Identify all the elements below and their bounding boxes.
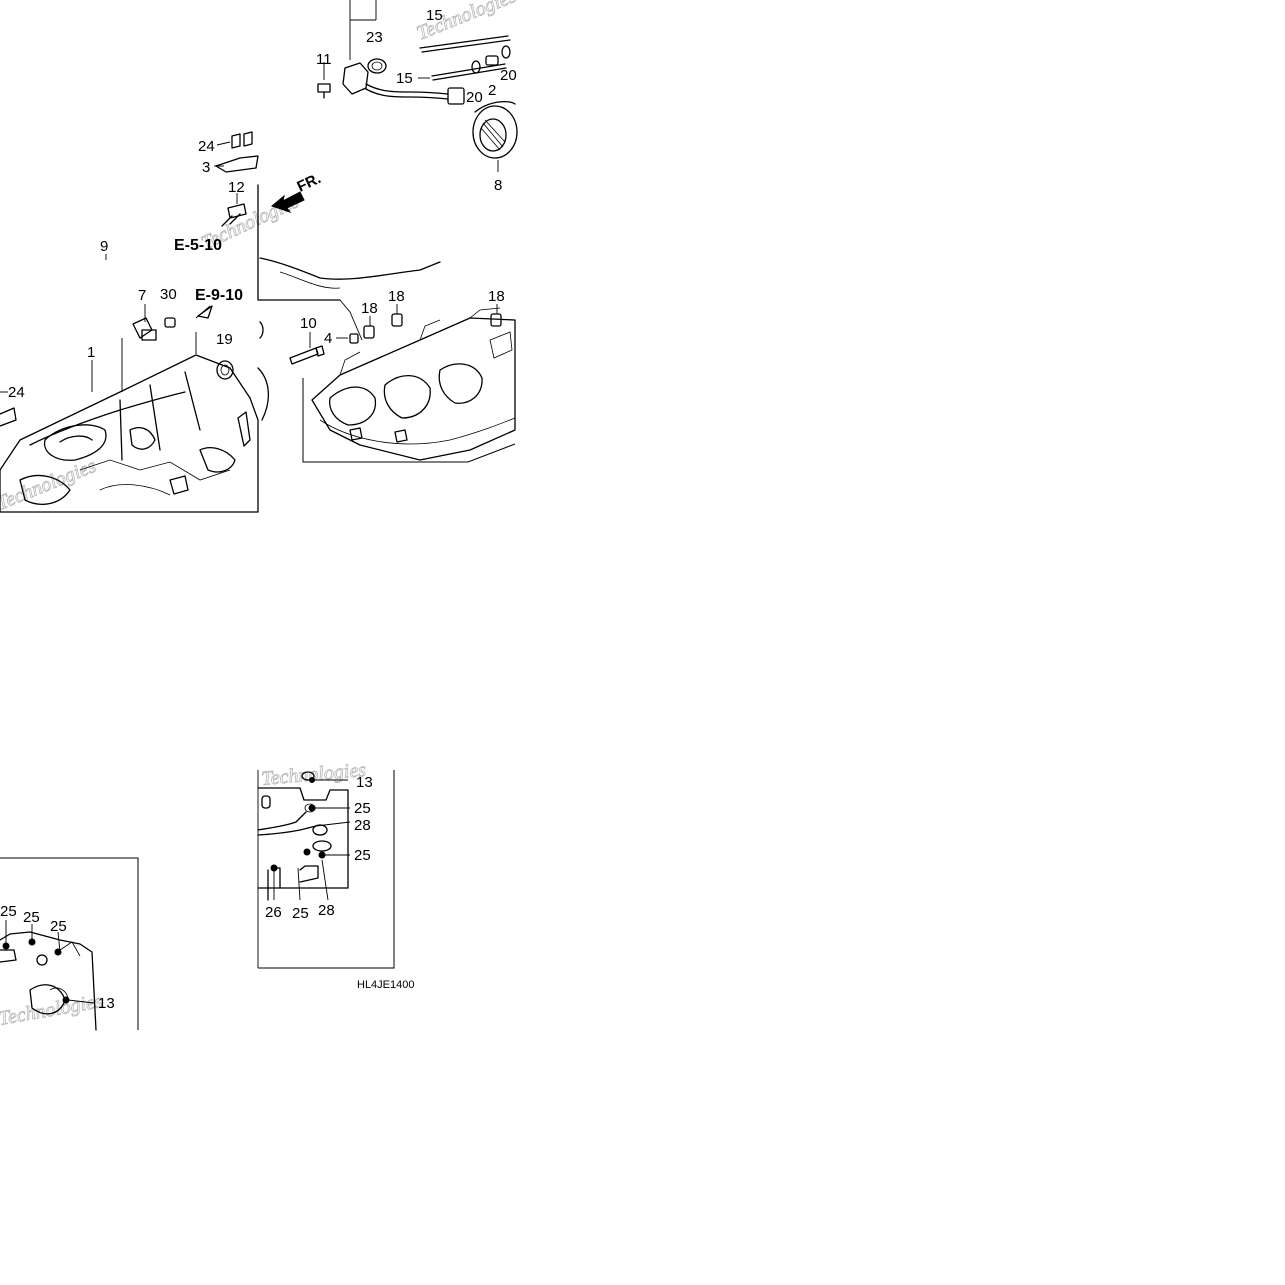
callout-labels: 15 23 11 15 20 2 20 24 3 12 8 9 7 30 1 1… — [0, 7, 517, 1012]
callout-23: 23 — [366, 29, 383, 46]
watermark: Technologies — [0, 990, 104, 1030]
section-reference-e-5-10[interactable]: E-5-10 — [174, 237, 222, 254]
callout-20: 20 — [500, 67, 517, 84]
top-right-fragment — [317, 0, 518, 172]
callout-13: 13 — [98, 995, 115, 1012]
diagram-code: HL4JE1400 — [357, 979, 415, 991]
front-direction-label: FR. — [295, 170, 324, 196]
section-reference-e-9-10[interactable]: E-9-10 — [195, 287, 243, 304]
callout-19: 19 — [216, 331, 233, 348]
callout-12: 12 — [228, 179, 245, 196]
callout-30: 30 — [160, 286, 177, 303]
callout-8: 8 — [494, 177, 502, 194]
callout-10: 10 — [300, 315, 317, 332]
callout-28: 28 — [354, 817, 371, 834]
lower-left-view — [0, 857, 139, 1031]
callout-1: 1 — [87, 344, 95, 361]
callout-4: 4 — [324, 330, 332, 347]
watermark: Technologies — [0, 455, 99, 515]
callout-25: 25 — [292, 905, 309, 922]
callout-11: 11 — [316, 51, 332, 68]
callout-15: 15 — [396, 70, 413, 87]
callout-25: 25 — [50, 918, 67, 935]
callout-7: 7 — [138, 287, 146, 304]
callout-25: 25 — [0, 903, 17, 920]
callout-3: 3 — [202, 159, 210, 176]
right-crankcase — [259, 304, 516, 463]
callout-25: 25 — [354, 800, 371, 817]
callout-28: 28 — [318, 902, 335, 919]
callout-18: 18 — [388, 288, 405, 305]
callout-15: 15 — [426, 7, 443, 24]
callout-2: 2 — [488, 82, 496, 99]
left-crankcase — [0, 304, 269, 513]
callout-25: 25 — [23, 909, 40, 926]
callout-9: 9 — [100, 238, 108, 255]
middle-fragment — [105, 131, 441, 341]
lower-bolt-view — [257, 770, 395, 969]
callout-26: 26 — [265, 904, 282, 921]
callout-18: 18 — [488, 288, 505, 305]
callout-24: 24 — [8, 384, 25, 401]
callout-20: 20 — [466, 89, 483, 106]
callout-25: 25 — [354, 847, 371, 864]
callout-18: 18 — [361, 300, 378, 317]
callout-24: 24 — [198, 138, 215, 155]
callout-13: 13 — [356, 774, 373, 791]
